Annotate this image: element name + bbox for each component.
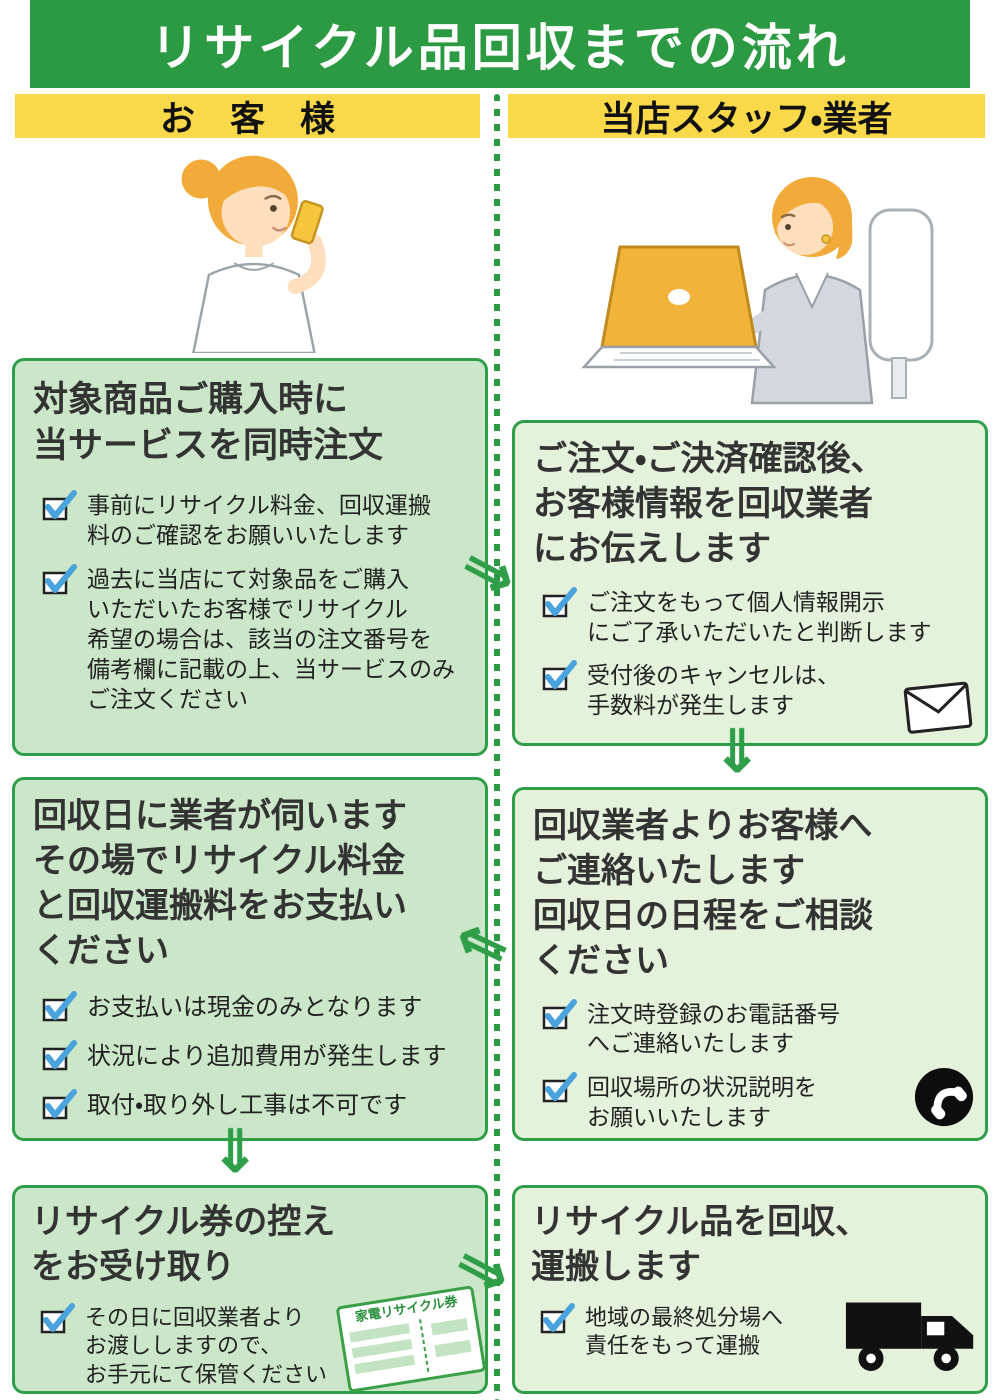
column-header-customer: お 客 様 bbox=[15, 94, 480, 139]
column-header-staff-label: 当店スタッフ・業者 bbox=[600, 99, 893, 139]
checkbox-icon bbox=[42, 990, 77, 1021]
staff-step2-title: 回収業者よりお客様へ ご連絡いたします 回収日の日程をご相談 ください bbox=[533, 807, 873, 980]
customer-with-phone-illustration bbox=[181, 155, 326, 353]
flow-arrow-down-icon: ⇓ bbox=[210, 1117, 261, 1187]
column-header-customer-label: お 客 様 bbox=[159, 99, 335, 139]
checkbox-icon bbox=[42, 1088, 77, 1120]
customer-step2-title: 回収日に業者が伺います その場でリサイクル料金 と回収運搬料をお支払い ください bbox=[33, 797, 407, 970]
checklist-item: ご注文をもって個人情報開示 にご了承いただいたと判断します bbox=[533, 586, 967, 648]
column-header-staff: 当店スタッフ・業者 bbox=[508, 94, 985, 139]
customer-step3-box: リサイクル券の控え をお受け取り その日に回収業者より お渡ししますので、 お手… bbox=[12, 1185, 488, 1394]
checklist-item-text: 過去に当店にて対象品をご購入 いただいたお客様でリサイクル 希望の場合は、該当の… bbox=[87, 566, 455, 712]
customer-step1-box: 対象商品ご購入時に 当サービスを同時注文 事前にリサイクル料金、回収運搬 料のご… bbox=[12, 358, 488, 756]
checklist-item: 過去に当店にて対象品をご購入 いただいたお客様でリサイクル 希望の場合は、該当の… bbox=[33, 563, 467, 714]
checklist-item: 回収場所の状況説明を お願いいたします bbox=[533, 1071, 967, 1133]
checkbox-icon bbox=[40, 1302, 75, 1333]
checklist-item-text: お支払いは現金のみとなります bbox=[87, 993, 423, 1021]
checklist-item-text: ご注文をもって個人情報開示 にご了承いただいたと判断します bbox=[587, 588, 932, 645]
staff-step2-box: 回収業者よりお客様へ ご連絡いたします 回収日の日程をご相談 ください 注文時登… bbox=[512, 787, 988, 1141]
checklist-item: お支払いは現金のみとなります bbox=[33, 990, 467, 1023]
phone-icon bbox=[914, 1067, 974, 1127]
checklist-item-text: 回収場所の状況説明を お願いいたします bbox=[587, 1074, 817, 1131]
checkbox-icon bbox=[42, 564, 77, 595]
page-title: リサイクル品回収までの流れ bbox=[150, 20, 850, 76]
checklist-item: 注文時登録のお電話番号 へご連絡いたします bbox=[533, 998, 967, 1060]
staff-step3-box: リサイクル品を回収、 運搬します 地域の最終処分場へ 責任をもって運搬 bbox=[512, 1185, 988, 1394]
checkbox-icon bbox=[542, 998, 577, 1029]
checklist-item-text: 受付後のキャンセルは、 手数料が発生します bbox=[587, 662, 840, 719]
checkbox-icon bbox=[542, 660, 577, 691]
checklist-item: 状況により追加費用が発生します bbox=[33, 1039, 467, 1072]
checkbox-icon bbox=[542, 586, 577, 617]
checklist-item-text: 地域の最終処分場へ 責任をもって運搬 bbox=[585, 1304, 784, 1359]
checklist-item: 取付・取り外し工事は不可です bbox=[33, 1088, 467, 1121]
staff-step3-title: リサイクル品を回収、 運搬します bbox=[531, 1203, 870, 1286]
checklist-item: 受付後のキャンセルは、 手数料が発生します bbox=[533, 659, 967, 721]
staff-at-laptop-illustration bbox=[581, 177, 934, 405]
checkbox-icon bbox=[540, 1302, 575, 1333]
header-banner: リサイクル品回収までの流れ bbox=[30, 0, 970, 88]
checkbox-icon bbox=[42, 490, 77, 521]
checklist-item-text: 注文時登録のお電話番号 へご連絡いたします bbox=[587, 1000, 840, 1057]
checklist-item: 地域の最終処分場へ 責任をもって運搬 bbox=[531, 1302, 969, 1361]
column-divider-dotted-line bbox=[494, 94, 500, 1400]
customer-step3-title: リサイクル券の控え をお受け取り bbox=[31, 1203, 336, 1286]
checklist-item-text: 状況により追加費用が発生します bbox=[87, 1042, 447, 1070]
checklist-item: 事前にリサイクル料金、回収運搬 料のご確認をお願いいたします bbox=[33, 489, 467, 551]
staff-step1-box: ご注文・ご決済確認後、 お客様情報を回収業者 にお伝えします ご注文をもって個人… bbox=[512, 420, 988, 746]
checklist-item-text: その日に回収業者より お渡ししますので、 お手元にて保管ください bbox=[85, 1304, 328, 1387]
flow-arrow-down-icon: ⇓ bbox=[712, 717, 763, 787]
staff-step1-title: ご注文・ご決済確認後、 お客様情報を回収業者 にお伝えします bbox=[533, 440, 885, 568]
customer-step2-box: 回収日に業者が伺います その場でリサイクル料金 と回収運搬料をお支払い ください… bbox=[12, 777, 488, 1141]
envelope-icon bbox=[903, 681, 973, 734]
checklist-item: その日に回収業者より お渡ししますので、 お手元にて保管ください bbox=[31, 1302, 469, 1390]
checklist-item-text: 取付・取り外し工事は不可です bbox=[87, 1091, 408, 1119]
checkbox-icon bbox=[542, 1072, 577, 1103]
checklist-item-text: 事前にリサイクル料金、回収運搬 料のご確認をお願いいたします bbox=[87, 492, 431, 549]
truck-icon bbox=[845, 1302, 974, 1372]
checkbox-icon bbox=[42, 1039, 77, 1070]
customer-step1-title: 対象商品ご購入時に 当サービスを同時注文 bbox=[33, 380, 384, 466]
smartphone-icon bbox=[290, 200, 324, 245]
recycle-ticket-icon: 家電リサイクル券 bbox=[336, 1285, 486, 1393]
